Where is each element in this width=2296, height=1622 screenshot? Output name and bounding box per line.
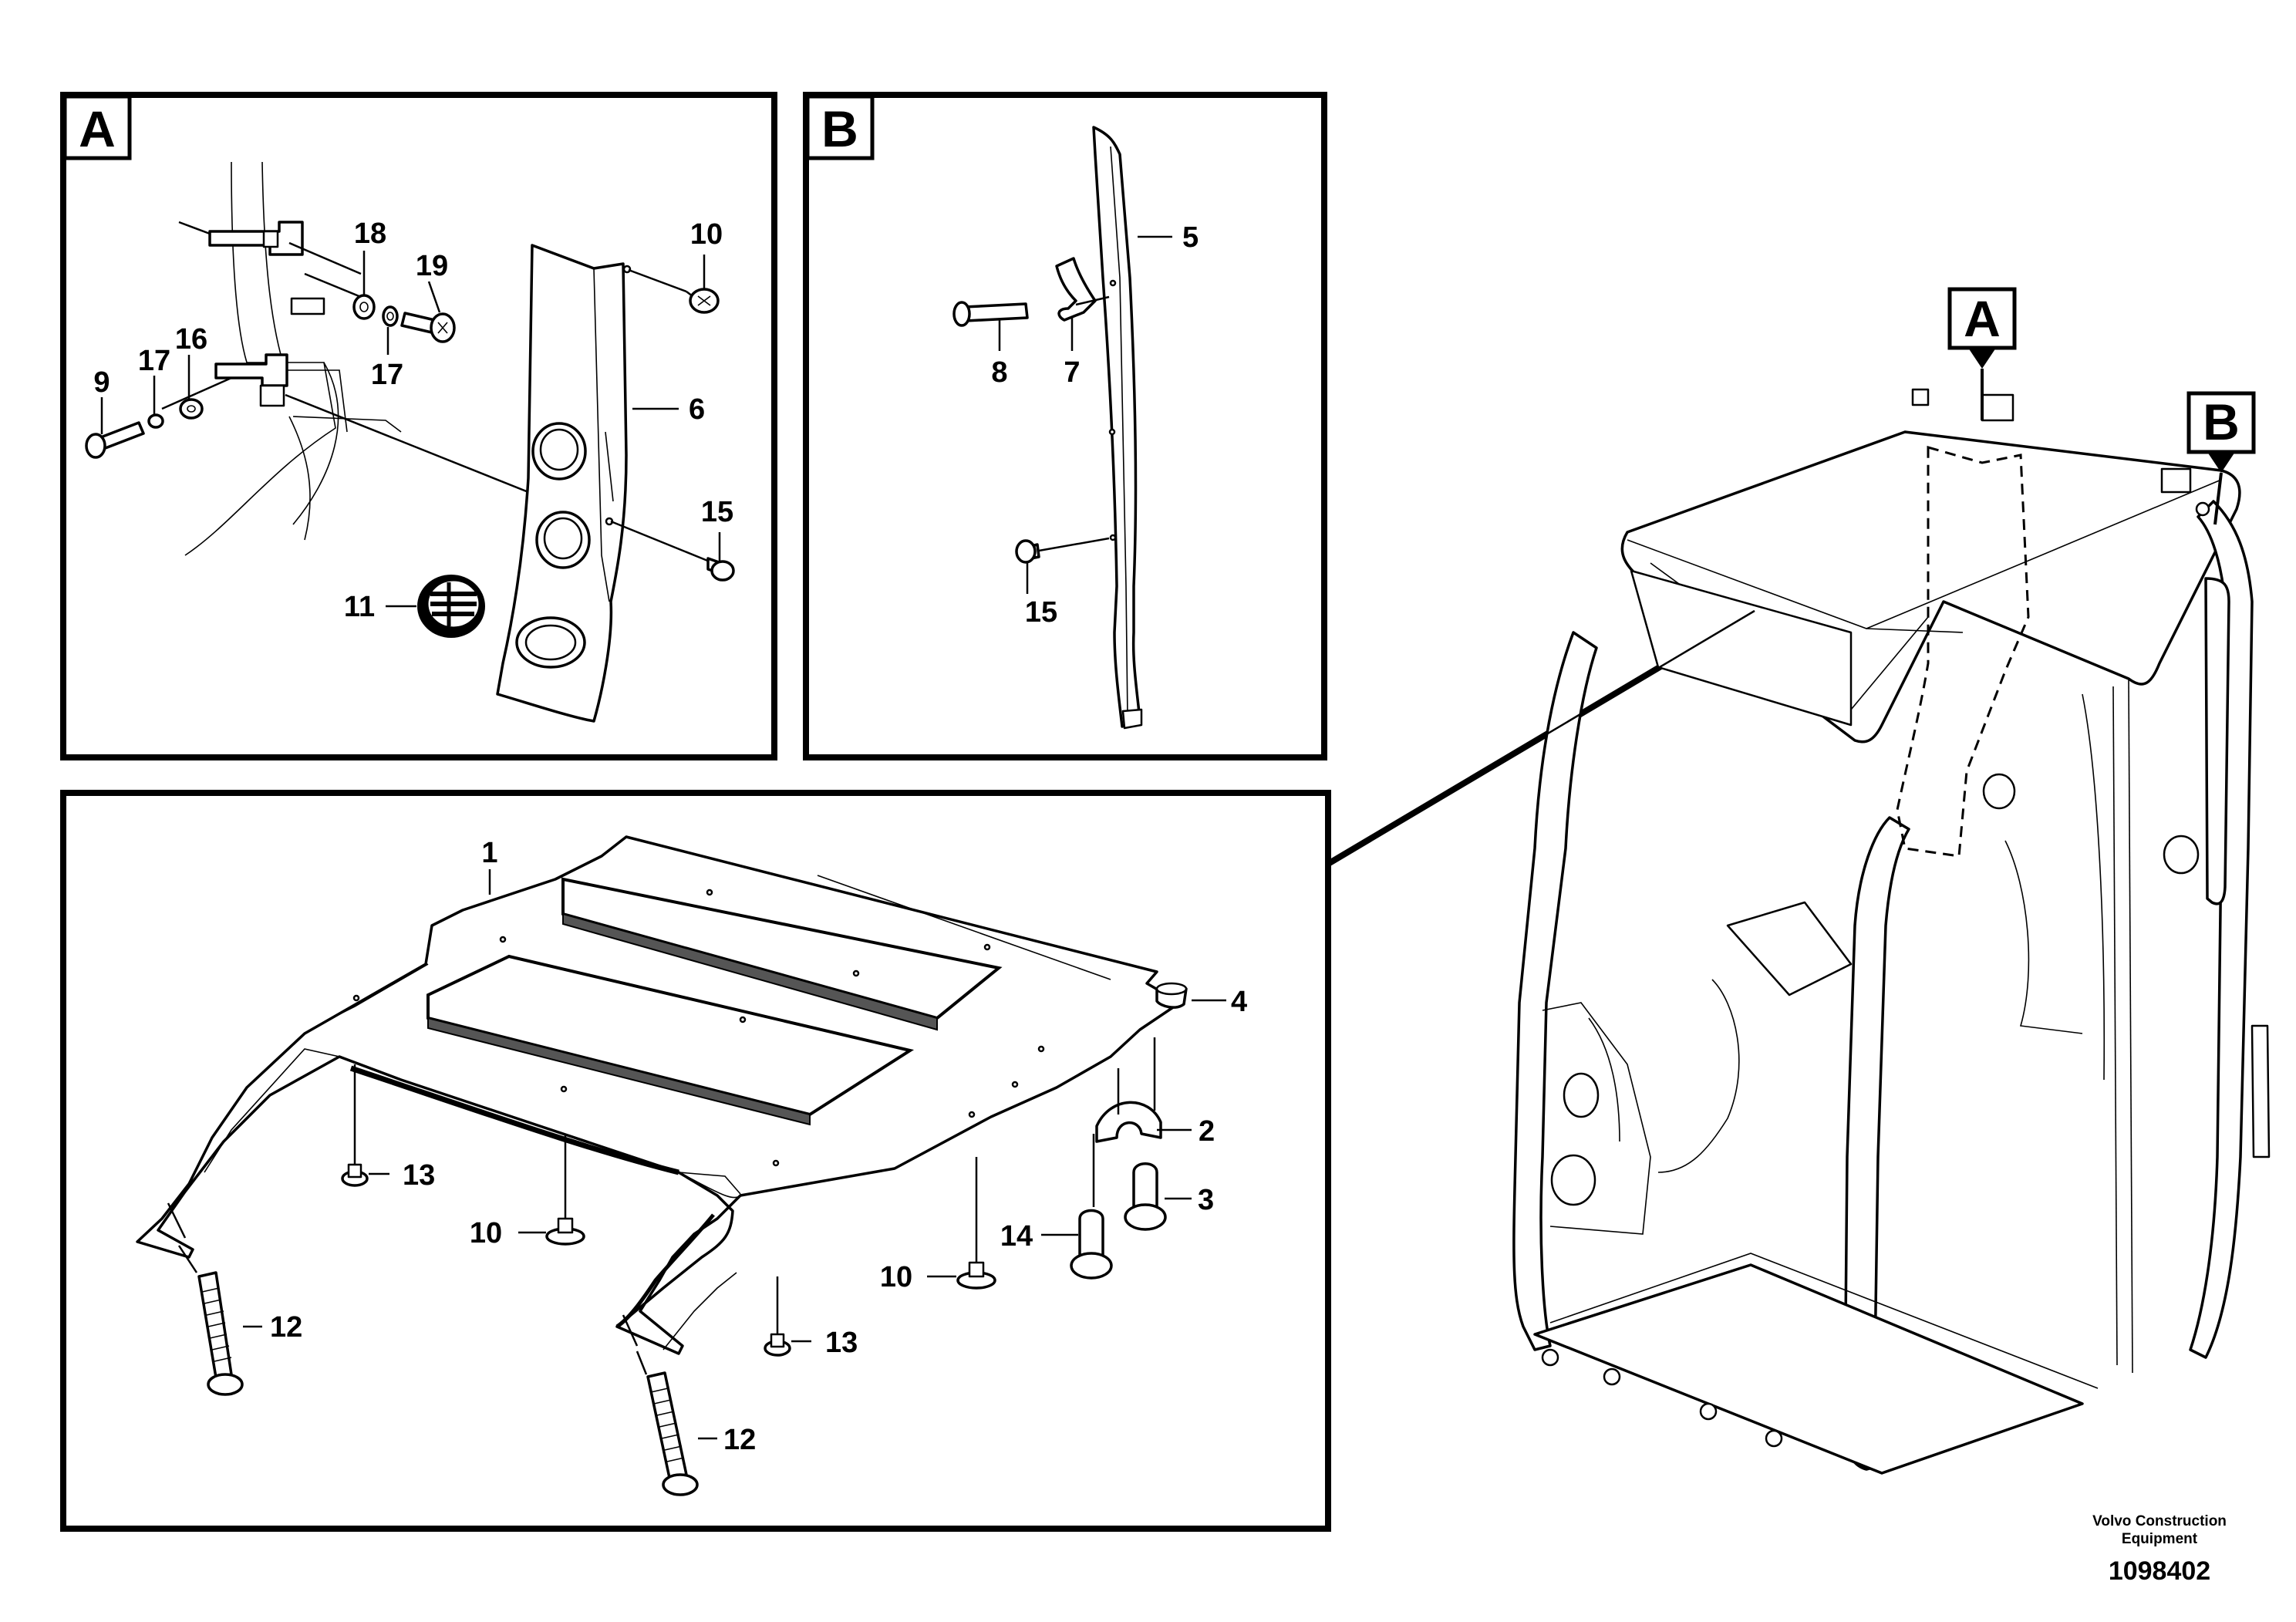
bolt-8 [952, 301, 1029, 327]
washer-16 [179, 398, 204, 420]
document-number: 1098402 [2109, 1556, 2210, 1586]
callout-10-detail-a: 10 [690, 218, 723, 251]
credit-block: Volvo Construction Equipment 1098402 [2092, 1513, 2227, 1586]
detail-a-leaders [100, 251, 721, 608]
credit-line-1: Volvo Construction [2092, 1513, 2227, 1529]
pin-3 [1124, 1162, 1167, 1231]
callout-3: 3 [1198, 1184, 1214, 1216]
callout-17-upper: 17 [371, 359, 403, 391]
cab-overview: A B [1327, 287, 2271, 1475]
callout-12-right: 12 [723, 1424, 756, 1456]
rivet-10-right [956, 1261, 996, 1290]
callout-13-left: 13 [403, 1159, 435, 1192]
screw-13-right [764, 1333, 791, 1357]
headliner-panel: 1 4 2 3 14 13 13 10 10 12 12 [60, 608, 1757, 1532]
upper-bracket [178, 221, 362, 275]
callout-10-right: 10 [880, 1261, 912, 1293]
cab-marker-b-box [2186, 391, 2256, 454]
cab-marker-a: A [1964, 290, 2001, 347]
callout-15-detail-a: 15 [701, 496, 733, 528]
clamp-2 [1095, 1101, 1162, 1143]
callout-10-left: 10 [470, 1217, 502, 1249]
clip-7 [1055, 257, 1097, 322]
callout-9: 9 [93, 366, 110, 399]
screw-10-detail-a [686, 288, 720, 314]
callout-15-detail-b: 15 [1025, 596, 1057, 629]
lock-washer-17-left [147, 413, 164, 429]
callout-8: 8 [991, 356, 1007, 389]
roof-headliner-1 [136, 835, 1182, 1355]
callout-14: 14 [1000, 1220, 1033, 1253]
detail-b-panel: B 5 [803, 92, 1327, 760]
stud-12-right [622, 1314, 699, 1496]
callout-18: 18 [354, 218, 386, 250]
screw-15-detail-a [706, 557, 735, 582]
screw-15-detail-b [1015, 537, 1110, 564]
pillar-trim-6 [496, 244, 632, 723]
detail-b-frame [803, 92, 1327, 760]
credit-line-2: Equipment [2122, 1531, 2198, 1547]
callout-19: 19 [416, 250, 448, 282]
lower-bracket [161, 353, 533, 495]
lock-washer-17-upper [382, 305, 399, 327]
washer-18 [352, 294, 376, 320]
rivet-10-left [545, 1217, 585, 1246]
cab-marker-b: B [2203, 393, 2240, 450]
callout-6: 6 [689, 393, 705, 426]
callout-11: 11 [344, 591, 375, 623]
callout-7: 7 [1064, 356, 1080, 389]
callout-13-right: 13 [825, 1327, 858, 1359]
cap-4 [1155, 982, 1188, 1009]
screw-9 [85, 421, 145, 459]
callout-4: 4 [1231, 986, 1247, 1018]
screw-19 [400, 312, 456, 343]
callout-12-left: 12 [270, 1311, 302, 1344]
detail-a-frame [60, 92, 777, 760]
callout-16: 16 [175, 323, 207, 356]
detail-b-leaders [998, 235, 1172, 594]
callout-2: 2 [1199, 1115, 1215, 1148]
detail-a-outline [1896, 446, 2030, 858]
callout-5: 5 [1182, 221, 1199, 254]
detail-a-badge-box [62, 94, 132, 160]
air-vent-11 [417, 575, 485, 638]
pin-14 [1070, 1209, 1113, 1280]
detail-a-panel: A [60, 92, 777, 760]
callout-1: 1 [481, 837, 497, 869]
callout-17-left: 17 [138, 345, 170, 377]
pillar-trim-5 [1092, 126, 1143, 730]
detail-b-badge: B [821, 100, 858, 157]
detail-a-badge: A [79, 100, 116, 157]
screw-13-left [341, 1163, 369, 1187]
detail-b-badge-box [805, 94, 875, 160]
stud-12-left [167, 1202, 244, 1396]
